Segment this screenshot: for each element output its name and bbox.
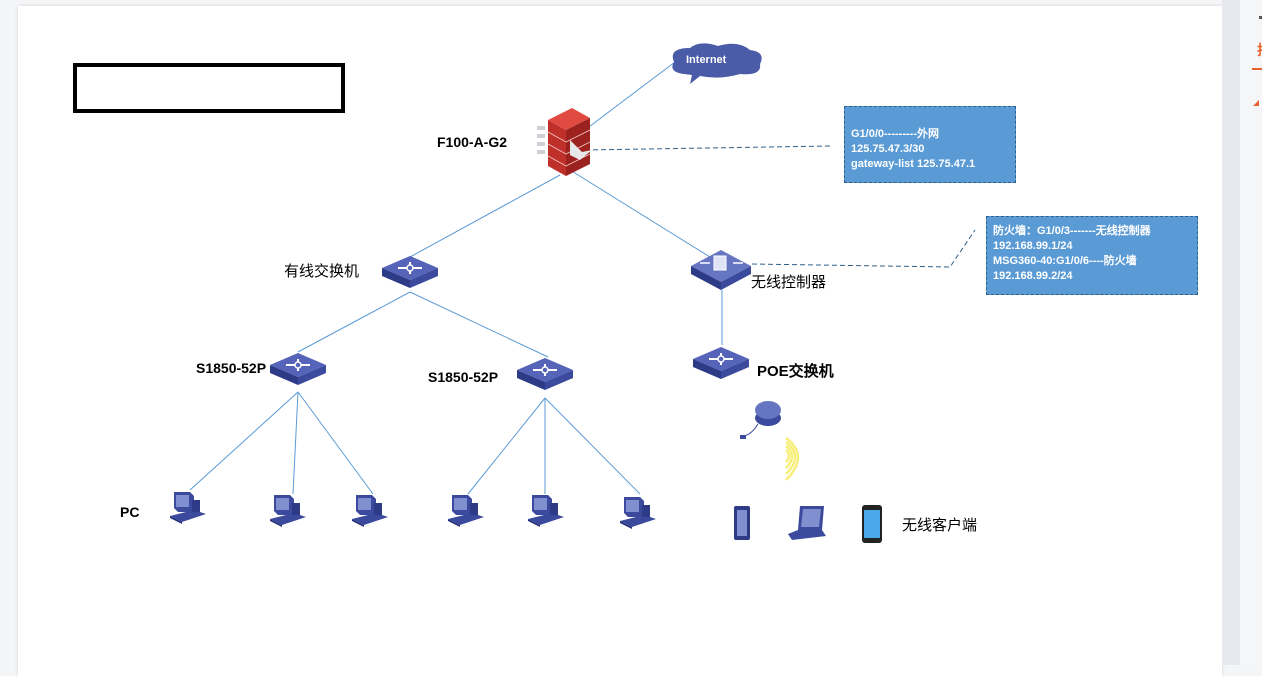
pc-icon[interactable] xyxy=(620,497,656,529)
firewall-info-box[interactable]: G1/0/0---------外网 125.75.47.3/30 gateway… xyxy=(844,106,1016,183)
access-point-icon[interactable] xyxy=(740,401,781,439)
poe-switch-icon[interactable] xyxy=(692,346,750,380)
smartphone-icon[interactable] xyxy=(862,505,882,543)
pc-icon[interactable] xyxy=(528,495,564,527)
pc-icon[interactable] xyxy=(352,495,388,527)
pc-icon[interactable] xyxy=(270,495,306,527)
link-firewall-controller xyxy=(569,169,719,263)
scrollbar-gutter[interactable] xyxy=(1222,0,1240,665)
link-s2-pc3 xyxy=(544,397,641,495)
info-line: gateway-list 125.75.47.1 xyxy=(851,158,976,170)
info-line: MSG360-40:G1/0/6----防火墙 xyxy=(993,255,1137,267)
panel-tab-glyph[interactable]: 排 xyxy=(1257,40,1262,60)
access-switch-2-icon[interactable] xyxy=(516,357,574,391)
pc-icon[interactable] xyxy=(170,492,206,524)
link-s1-pc2 xyxy=(292,391,299,495)
panel-marker xyxy=(1259,16,1262,19)
firewall-label: F100-A-G2 xyxy=(437,134,508,150)
callout-firewall xyxy=(584,145,831,151)
link-s1-pc1 xyxy=(189,391,299,491)
wireless-clients-label: 无线客户端 xyxy=(902,517,978,534)
link-firewall-wired-switch xyxy=(409,174,561,258)
access-switch-1-icon[interactable] xyxy=(269,352,327,386)
wireless-controller-icon[interactable] xyxy=(691,250,751,290)
pc-label: PC xyxy=(120,504,140,520)
link-s1-pc3 xyxy=(297,391,374,495)
link-s2-pc1 xyxy=(467,397,546,495)
wireless-controller-label: 无线控制器 xyxy=(751,274,827,291)
internet-cloud-icon[interactable] xyxy=(672,43,762,84)
internet-label: Internet xyxy=(686,54,727,66)
info-line: 192.168.99.1/24 xyxy=(993,240,1073,252)
pc-icon[interactable] xyxy=(448,495,484,527)
info-line: 125.75.47.3/30 xyxy=(851,143,925,155)
right-side-panel xyxy=(1240,0,1262,665)
tablet-icon[interactable] xyxy=(734,506,750,540)
links xyxy=(189,61,723,495)
info-line: G1/0/0---------外网 xyxy=(851,128,939,140)
laptop-icon[interactable] xyxy=(788,506,826,540)
wired-switch-icon[interactable] xyxy=(381,255,439,289)
panel-expand-icon[interactable] xyxy=(1253,100,1259,106)
title-text-box[interactable] xyxy=(73,63,345,113)
controller-info-box[interactable]: 防火墙：G1/0/3-------无线控制器 192.168.99.1/24 M… xyxy=(986,216,1198,295)
info-line: 防火墙：G1/0/3-------无线控制器 xyxy=(993,225,1151,237)
panel-tab-underline xyxy=(1252,68,1262,70)
link-wired-to-s2 xyxy=(409,291,549,358)
wifi-signal-icon xyxy=(785,437,800,481)
link-wired-to-s1 xyxy=(297,291,411,353)
callout-controller xyxy=(751,229,976,268)
firewall-icon[interactable] xyxy=(537,108,592,176)
poe-switch-label: POE交换机 xyxy=(757,363,834,380)
access-switch-1-label: S1850-52P xyxy=(196,360,267,376)
access-switch-2-label: S1850-52P xyxy=(428,369,499,385)
wired-switch-label: 有线交换机 xyxy=(284,263,360,280)
document-page xyxy=(18,6,1222,676)
info-line: 192.168.99.2/24 xyxy=(993,270,1073,282)
